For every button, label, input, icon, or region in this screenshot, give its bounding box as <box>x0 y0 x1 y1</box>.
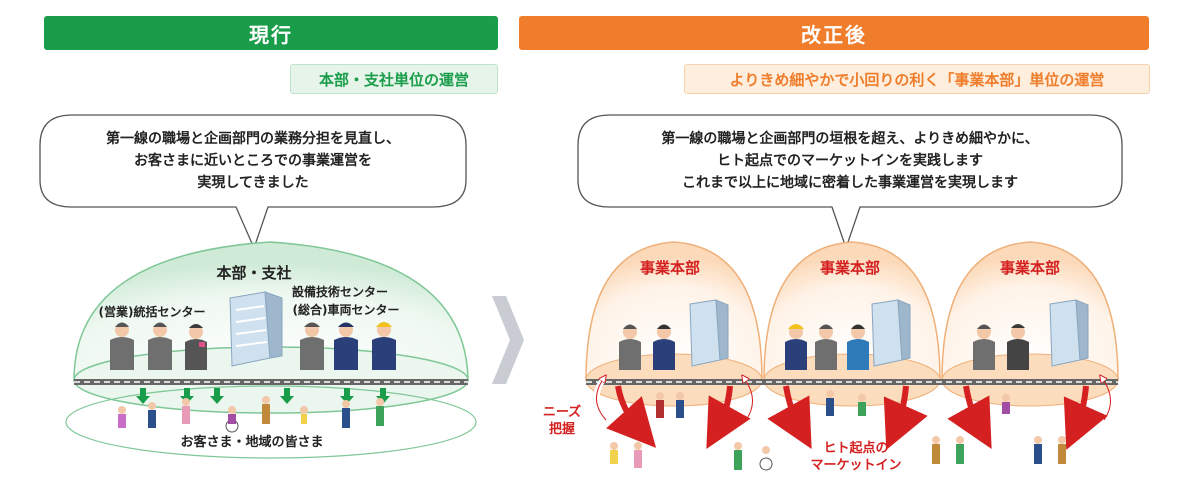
right-domes <box>585 241 1119 471</box>
left-dome <box>65 241 477 459</box>
marketin-label-2: マーケットイン <box>810 458 901 473</box>
needs-arrows <box>593 378 1111 450</box>
left-dome-title: 本部・支社 <box>216 264 291 282</box>
customer-figures-left <box>118 396 384 433</box>
needs-label-2: 把握 <box>549 421 575 437</box>
right-subtitle: よりきめ細やかで小回りの利く「事業本部」単位の運営 <box>684 64 1150 94</box>
building-icon <box>229 291 283 367</box>
label-sales-center: (営業)統括センター <box>99 304 206 319</box>
staff-figures-left <box>110 322 396 370</box>
needs-label-1: ニーズ <box>543 404 581 420</box>
building-icon <box>871 299 911 367</box>
dome-title-3: 事業本部 <box>1000 259 1060 277</box>
right-bubble-line: 第一線の職場と企画部門の垣根を超え、よりきめ細やかに、 <box>661 131 1039 147</box>
right-bubble-text: 第一線の職場と企画部門の垣根を超え、よりきめ細やかに、 ヒト起点でのマーケットイ… <box>578 128 1122 194</box>
customer-figures-right <box>610 390 1066 471</box>
transition-arrow-icon <box>492 296 524 384</box>
left-subtitle: 本部・支社単位の運営 <box>290 64 498 94</box>
left-bubble-text: 第一線の職場と企画部門の業務分担を見直し、 お客さまに近いところでの事業運営を … <box>40 128 466 194</box>
right-header: 改正後 <box>519 16 1149 50</box>
building-icon <box>1049 299 1089 367</box>
right-speech-bubble <box>577 114 1123 251</box>
right-bubble-line: これまで以上に地域に密着した事業運営を実現します <box>682 175 1018 191</box>
right-bubble-line: ヒト起点でのマーケットインを実践します <box>717 153 983 169</box>
left-bubble-line: 第一線の職場と企画部門の業務分担を見直し、 <box>106 131 400 147</box>
left-header: 現行 <box>44 16 498 50</box>
green-arrows <box>136 388 390 404</box>
marketin-label-1: ヒト起点の <box>823 440 888 456</box>
left-bubble-line: 実現してきました <box>197 175 309 191</box>
dome-title-1: 事業本部 <box>640 259 700 277</box>
label-vehicle-center: (総合)車両センター <box>293 302 400 317</box>
staff-figures-right <box>619 324 1029 370</box>
building-icon <box>689 299 729 367</box>
left-bubble-line: お客さまに近いところでの事業運営を <box>134 153 372 169</box>
label-facility-center: 設備技術センター <box>292 284 388 299</box>
customers-label: お客さま・地域の皆さま <box>180 434 323 450</box>
dome-title-2: 事業本部 <box>820 259 880 277</box>
left-speech-bubble <box>39 114 467 250</box>
